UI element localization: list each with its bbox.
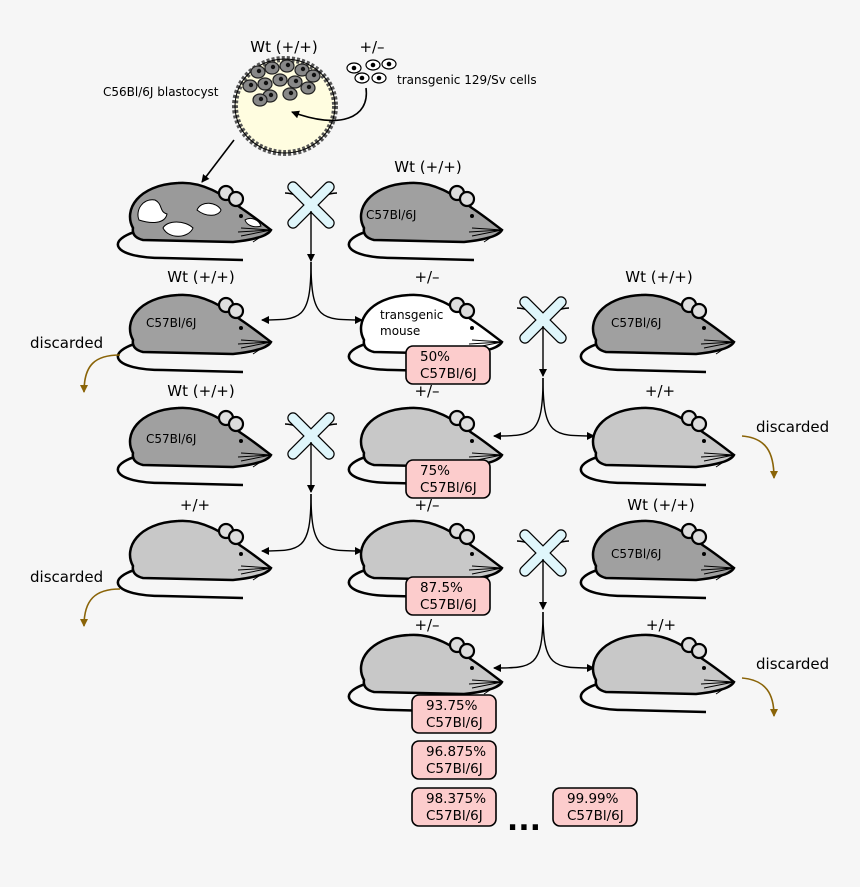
discarded-label: discarded (30, 568, 103, 586)
genotype-label: +/– (414, 496, 439, 514)
blastocyst-label: C56Bl/6J blastocyst (103, 85, 219, 99)
discard-arrow (741, 435, 778, 479)
cross-icon (516, 296, 570, 377)
discarded-label: discarded (30, 334, 103, 352)
percent-strain: C57Bl/6J (426, 715, 483, 731)
mouse-strain-label: C57Bl/6J (611, 316, 661, 330)
mouse-g2-wt-discard (579, 406, 736, 487)
mouse-strain-label: C57Bl/6J (366, 208, 416, 222)
genotype-label: +/+ (646, 616, 676, 634)
percent-value: 99.99% (567, 791, 619, 807)
cross-icon (284, 181, 338, 262)
mouse-g4-wt-discard (579, 633, 736, 714)
genotype-label: Wt (+/+) (167, 382, 234, 400)
continuation-ellipsis: ... (507, 803, 541, 838)
cross-icon (284, 412, 338, 493)
genotype-label: Wt (+/+) (167, 268, 234, 286)
percent-value: 96.875% (426, 744, 486, 760)
genotype-label: +/+ (645, 382, 675, 400)
discard-arrow (80, 354, 121, 393)
percent-strain: C57Bl/6J (420, 366, 477, 382)
percent-box: 93.75%C57Bl/6J (411, 694, 497, 734)
blastocyst-genotype-label: Wt (+/+) (250, 38, 317, 56)
mouse-strain-label: C57Bl/6J (611, 547, 661, 561)
discarded-labels: discarded discarded discarded discarded (30, 334, 829, 717)
percent-box: 96.875%C57Bl/6J (411, 740, 497, 780)
mouse-strain-label: C57Bl/6J (146, 432, 196, 446)
cells-genotype-label: +/– (359, 38, 384, 56)
transgenic-cells (346, 58, 397, 84)
percent-strain: C57Bl/6J (420, 597, 477, 613)
percent-strain: C57Bl/6J (426, 761, 483, 777)
percent-box: 99.99%C57Bl/6J (552, 787, 638, 827)
mouse-g3-wt-discard (116, 519, 273, 600)
percent-value: 98.375% (426, 791, 486, 807)
cross-icon (516, 529, 570, 610)
percent-box: 75%C57Bl/6J (405, 459, 491, 499)
discarded-label: discarded (756, 655, 829, 673)
genotype-label: +/– (414, 268, 439, 286)
discard-arrow (80, 588, 121, 627)
percent-value: 93.75% (426, 698, 478, 714)
percent-box: 87.5%C57Bl/6J (405, 576, 491, 616)
transgenic-cells-label: transgenic 129/Sv cells (397, 73, 537, 87)
genotype-label: +/– (414, 616, 439, 634)
mouse-chimera (116, 181, 273, 262)
discard-arrow (741, 677, 778, 717)
genotype-label: +/+ (180, 496, 210, 514)
mouse-strain-label: C57Bl/6J (146, 316, 196, 330)
percent-value: 87.5% (420, 580, 463, 596)
blastocyst (232, 56, 338, 156)
percent-strain: C57Bl/6J (426, 808, 483, 824)
percent-strain: C57Bl/6J (420, 480, 477, 496)
genotype-label: Wt (+/+) (627, 496, 694, 514)
mouse-g1-wt (116, 293, 273, 374)
breeding-connectors (261, 181, 595, 672)
percent-boxes: 50%C57Bl/6J75%C57Bl/6J87.5%C57Bl/6J93.75… (405, 345, 638, 827)
injection-arrow (291, 87, 368, 122)
genotype-label: +/– (414, 382, 439, 400)
percent-value: 75% (420, 463, 450, 479)
percent-box: 50%C57Bl/6J (405, 345, 491, 385)
implant-arrow (201, 139, 235, 183)
mouse-strain-label: mouse (380, 324, 420, 338)
percent-strain: C57Bl/6J (567, 808, 624, 824)
genotype-label: Wt (+/+) (625, 268, 692, 286)
mice (116, 181, 736, 714)
inner-cell-mass (242, 59, 321, 107)
discarded-label: discarded (756, 418, 829, 436)
mouse-g2-wt (116, 406, 273, 487)
percent-value: 50% (420, 349, 450, 365)
percent-box: 98.375%C57Bl/6J (411, 787, 497, 827)
mouse-strain-label: transgenic (380, 308, 443, 322)
genotype-label: Wt (+/+) (394, 158, 461, 176)
mouse-g1-partner (579, 293, 736, 374)
